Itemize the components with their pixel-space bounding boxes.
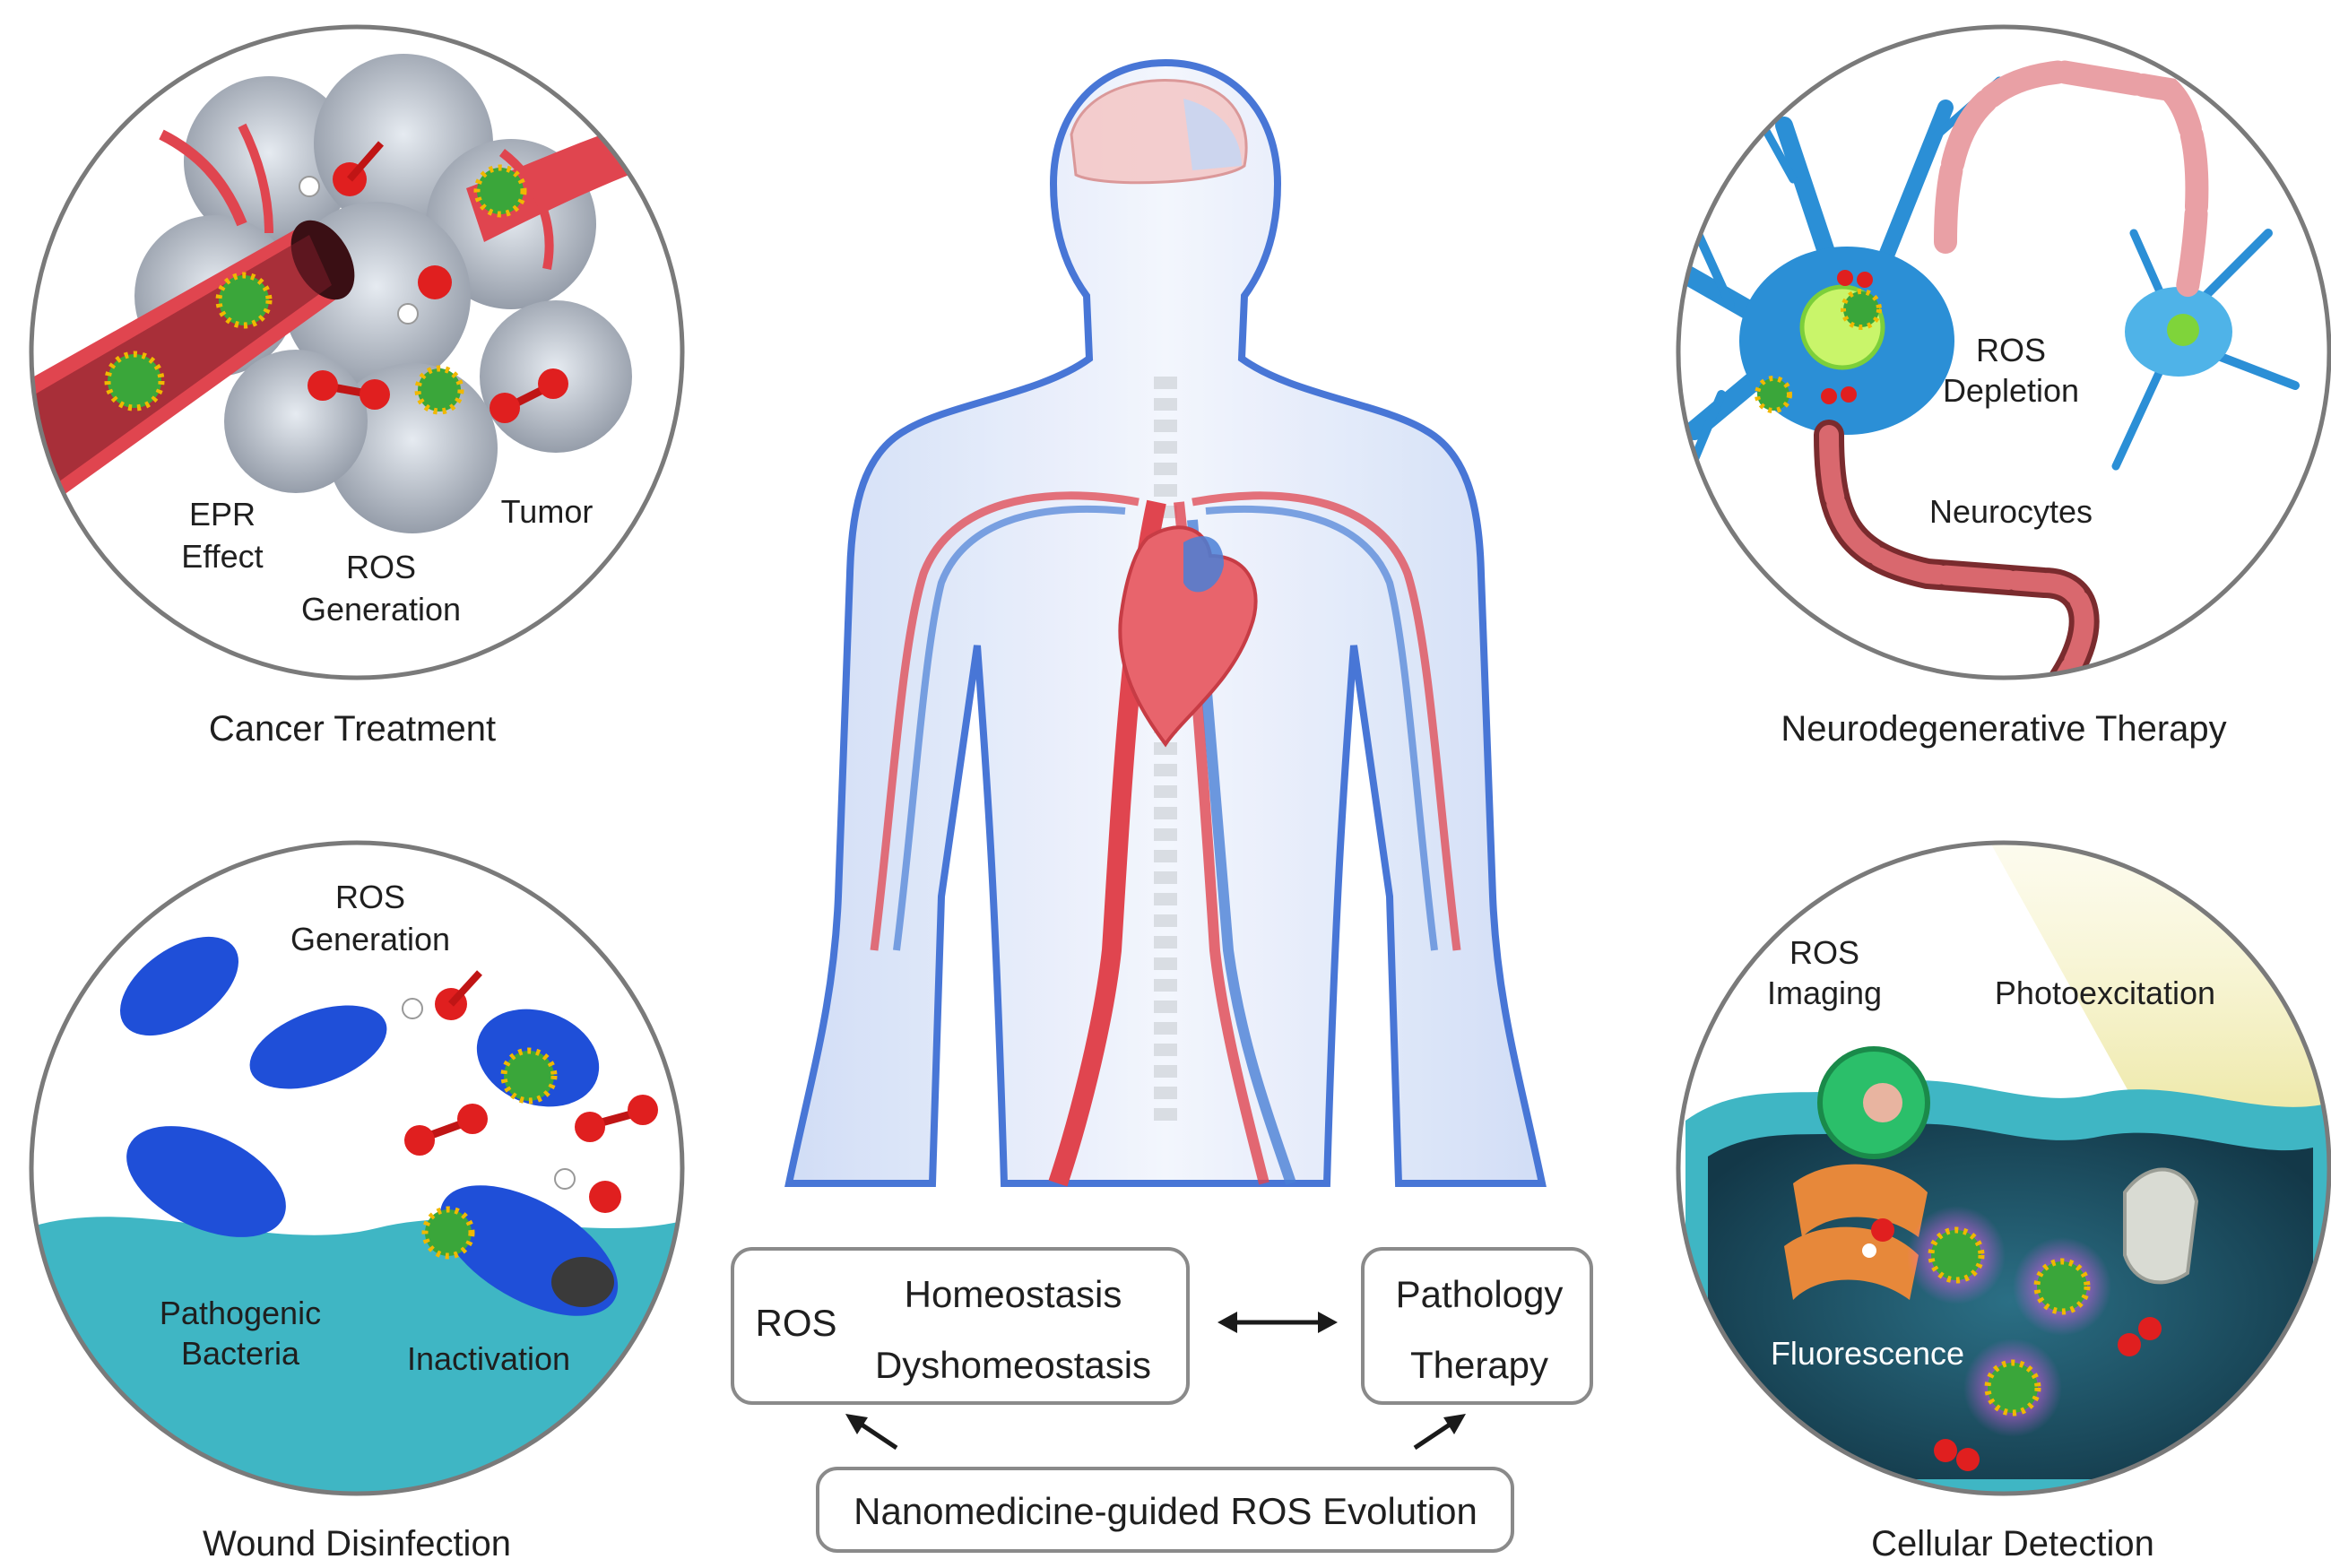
label-depletion: Depletion: [1943, 372, 2079, 409]
caption-wound-disinfection: Wound Disinfection: [203, 1524, 511, 1564]
label-pathogenic: Pathogenic: [160, 1295, 321, 1331]
label-neurocytes: Neurocytes: [1929, 493, 2093, 530]
flow-diagram: ROS Homeostasis Dyshomeostasis Pathology…: [731, 1247, 1593, 1553]
nanoparticles: [104, 164, 527, 415]
organelles: [1784, 1046, 2199, 1300]
ros-molecules: [402, 970, 658, 1213]
label-ros: ROS: [346, 549, 416, 585]
text-pathology: Pathology: [1396, 1273, 1564, 1315]
panel-neurodegenerative-therapy: ROS Depletion Neurocytes Neurodegenerati…: [1676, 24, 2331, 749]
text-dyshomeostasis: Dyshomeostasis: [875, 1344, 1151, 1386]
label-tumor: Tumor: [501, 493, 594, 530]
label-fluorescence: Fluorescence: [1771, 1335, 1964, 1372]
caption-neurodegenerative-therapy: Neurodegenerative Therapy: [1781, 709, 2226, 749]
label-photoexcitation: Photoexcitation: [1995, 975, 2215, 1011]
panel-cancer-treatment: EPR Effect ROS Generation Tumor Cancer T…: [29, 24, 685, 749]
panel-cellular-detection: ROS Imaging Photoexcitation Fluorescence…: [1676, 840, 2331, 1564]
ros-molecules: [1862, 1218, 2162, 1471]
box-pathology-therapy: [1361, 1247, 1593, 1405]
text-homeostasis: Homeostasis: [905, 1273, 1122, 1315]
double-arrow-icon: [1217, 1312, 1338, 1333]
label-inactivation: Inactivation: [407, 1340, 570, 1377]
label-generation: Generation: [290, 921, 450, 957]
box-nanomedicine: [816, 1467, 1514, 1553]
caption-cellular-detection: Cellular Detection: [1871, 1524, 2154, 1564]
label-ros: ROS: [1789, 934, 1859, 971]
box-ros-homeostasis: [731, 1247, 1190, 1405]
text-nanomedicine-guided-ros-evolution: Nanomedicine-guided ROS Evolution: [854, 1490, 1477, 1532]
text-therapy: Therapy: [1410, 1344, 1548, 1386]
label-generation: Generation: [301, 591, 461, 628]
label-effect: Effect: [181, 538, 263, 575]
label-bacteria: Bacteria: [181, 1335, 300, 1372]
label-ros: ROS: [335, 879, 405, 915]
human-body-illustration: [784, 58, 1547, 1187]
myelinated-axon: [1814, 59, 2209, 678]
panel-wound-disinfection: ROS Generation Pathogenic Bacteria Inact…: [29, 840, 685, 1564]
arrow-up-right-icon: [1413, 1414, 1466, 1451]
text-ros: ROS: [755, 1302, 836, 1344]
caption-cancer-treatment: Cancer Treatment: [209, 709, 496, 749]
label-epr: EPR: [189, 496, 256, 533]
arrow-up-left-icon: [845, 1414, 898, 1451]
ros-molecules: [299, 141, 568, 423]
fluorescent-nanoparticles: [1907, 1206, 2111, 1437]
label-ros: ROS: [1976, 332, 2046, 368]
label-imaging: Imaging: [1767, 975, 1882, 1011]
